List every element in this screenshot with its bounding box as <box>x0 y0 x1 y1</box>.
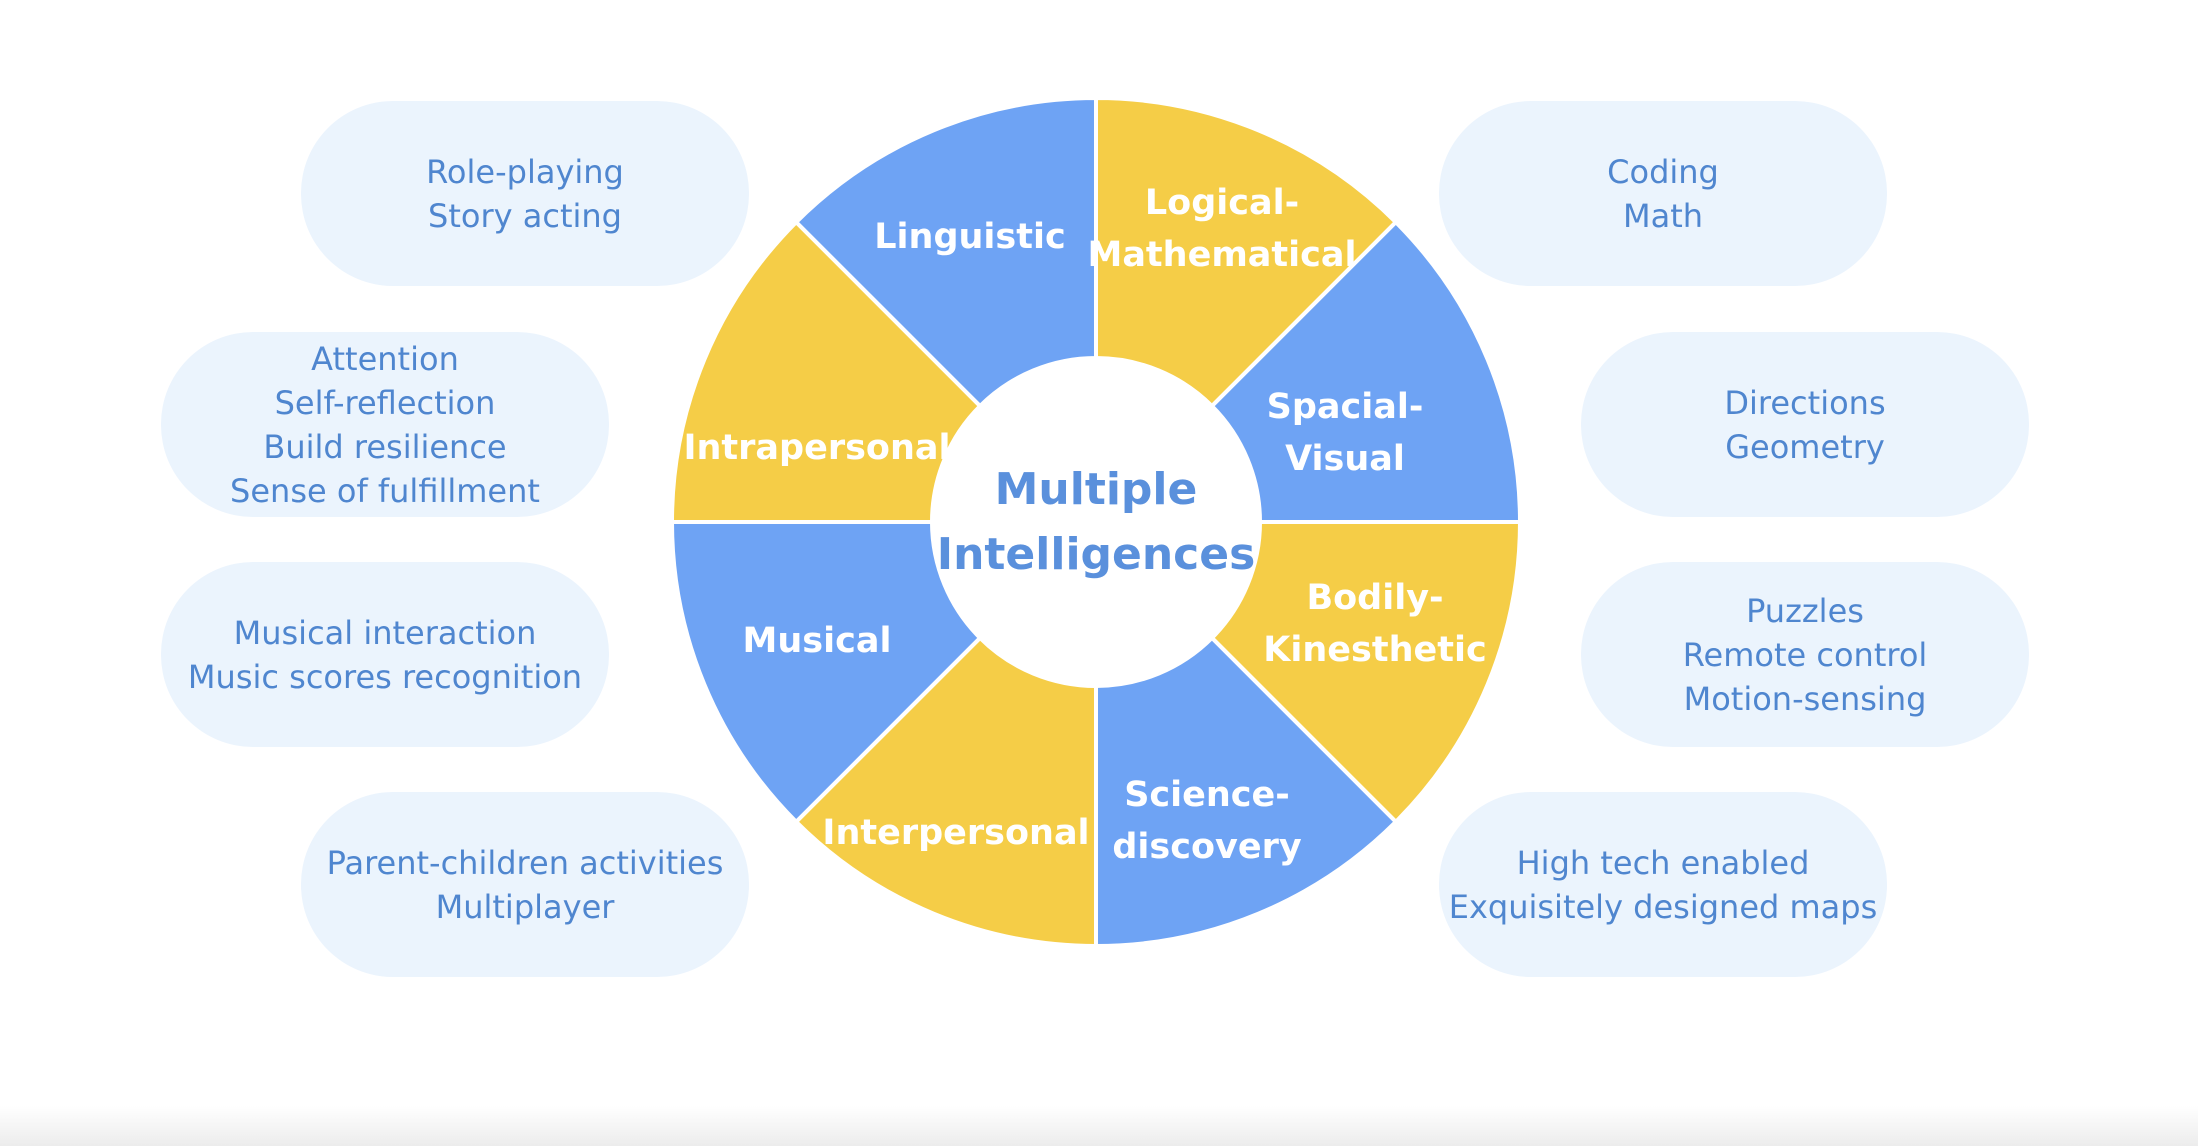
activity-directions: Directions Geometry <box>1581 332 2029 517</box>
activity-text: Build resilience <box>263 427 507 466</box>
activity-role-playing: Role-playing Story acting <box>301 101 749 286</box>
center-title-line1: Multiple <box>995 464 1198 515</box>
activity-high-tech: High tech enabled Exquisitely designed m… <box>1439 792 1887 977</box>
activity-text: Multiplayer <box>435 887 615 926</box>
activity-text: Self-reflection <box>274 383 496 422</box>
segment-label-musical: Musical <box>743 621 892 661</box>
activity-text: Sense of fulfillment <box>230 471 540 510</box>
activity-text: Directions <box>1724 383 1886 422</box>
activity-coding: Coding Math <box>1439 101 1887 286</box>
activity-text: Story acting <box>428 196 622 235</box>
activity-text: Puzzles <box>1746 591 1864 630</box>
bottom-shade <box>0 1106 2198 1146</box>
segment-label-spacial-visual: Spacial-Visual <box>1267 387 1424 479</box>
segment-label-linguistic: Linguistic <box>874 217 1066 257</box>
activity-text: Exquisitely designed maps <box>1448 887 1878 926</box>
activity-text: High tech enabled <box>1516 843 1810 882</box>
activity-text: Motion-sensing <box>1683 679 1927 718</box>
activity-text: Remote control <box>1682 635 1928 674</box>
activity-puzzles: Puzzles Remote control Motion-sensing <box>1581 562 2029 747</box>
segment-label-bodily-kinesthetic: Bodily-Kinesthetic <box>1263 578 1486 670</box>
activity-text: Parent-children activities <box>326 843 724 882</box>
activity-text: Music scores recognition <box>187 657 583 696</box>
segment-label-science-discovery: Science-discovery <box>1112 775 1301 867</box>
activity-musical: Musical interaction Music scores recogni… <box>161 562 609 747</box>
activity-text: Math <box>1622 196 1704 235</box>
activity-text: Geometry <box>1725 427 1885 466</box>
segment-label-interpersonal: Interpersonal <box>822 813 1089 853</box>
activity-text: Coding <box>1607 152 1719 191</box>
activity-attention: Attention Self-reflection Build resilien… <box>161 332 609 517</box>
activity-text: Musical interaction <box>233 613 537 652</box>
segment-label-logical-mathematical: Logical-Mathematical <box>1087 183 1356 275</box>
segment-label-intrapersonal: Intrapersonal <box>683 428 950 468</box>
center-title-line2: Intelligences <box>937 529 1256 580</box>
activity-text: Role-playing <box>426 152 624 191</box>
activity-text: Attention <box>311 339 459 378</box>
center-disc <box>932 358 1260 686</box>
activity-parent-children: Parent-children activities Multiplayer <box>301 792 749 977</box>
